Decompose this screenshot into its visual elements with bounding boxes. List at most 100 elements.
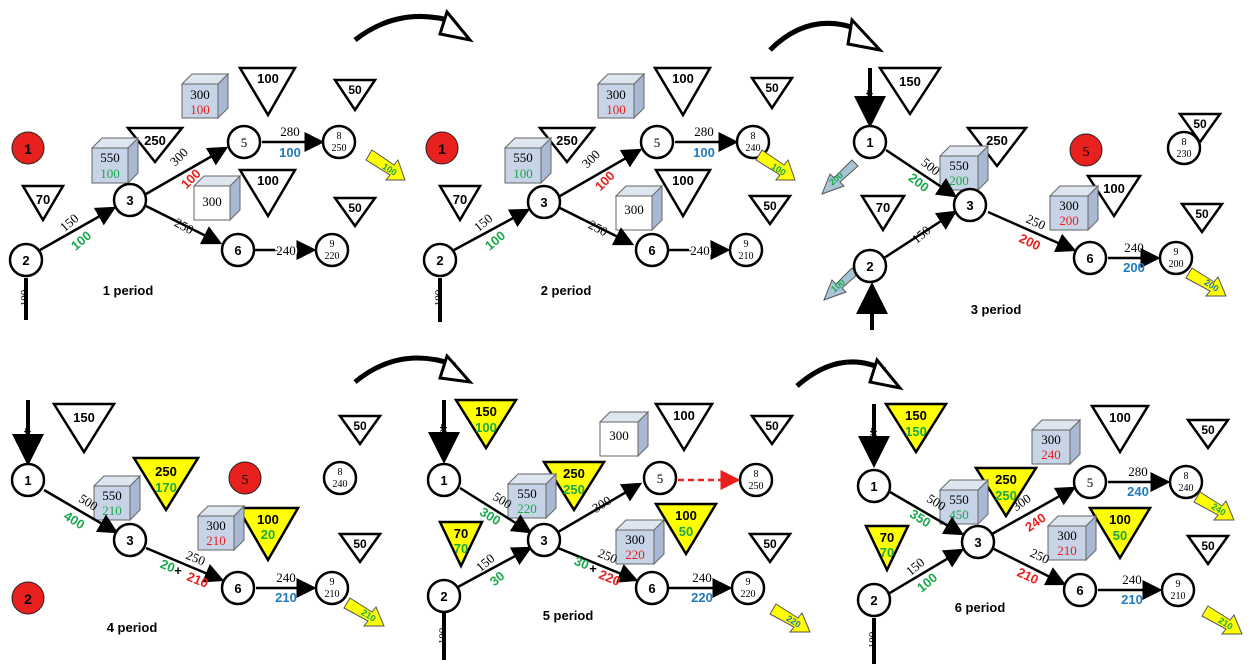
node-label: 2 [866,259,873,274]
edge-label: 240 [692,570,712,585]
sink-id: 8 [338,467,343,478]
box-bottom-value: 210 [1057,543,1077,558]
triangle-sub-label: 50 [679,524,693,539]
node-label: 2 [870,593,877,608]
triangle-label: 250 [563,466,585,481]
sink-id: 9 [744,239,749,250]
node-label: 3 [126,533,133,548]
triangle-100-mid [237,168,298,219]
edge-label: + [174,563,182,578]
triangle-sub-label: 20 [261,527,275,542]
edge-label: 300 [167,145,191,169]
transition-arrowheads [438,8,904,391]
box-300 [1049,195,1089,231]
sink-value: 200 [1169,259,1184,270]
triangle-sub-label: 250 [563,482,585,497]
edge-label: 240 [1122,572,1142,587]
triangle-250-yellow [131,456,201,513]
yellow-output-arrow [365,149,406,181]
edge-label: 150 [909,223,934,247]
red-marker-label: 2 [24,591,32,607]
sink-id: 8 [754,469,759,480]
box-top-value: 300 [1041,432,1061,447]
box-top-value: 300 [625,532,645,547]
sink-9 [314,232,350,268]
edge-label: 250 [586,217,610,239]
triangle-label: 100 [1109,410,1131,425]
triangle-label: 100 [257,512,279,527]
panel-label: 1 period [103,283,154,298]
box-top-value: 550 [517,486,537,501]
edge-3-5 [557,482,643,534]
node-1 [426,462,462,498]
edge-label: 100 [433,289,445,306]
triangle-label: 150 [899,74,921,89]
triangle-label: 50 [765,81,779,95]
edge-1-3 [43,488,119,534]
triangle-70 [859,194,907,233]
triangle-100-mid [653,168,713,219]
triangle-label: 150 [475,404,497,419]
triangle-100-yellow [235,506,301,563]
node-label: 5 [657,471,664,486]
edge-label: 280 [694,124,714,139]
sink-value: 240 [746,143,761,154]
sink-value: 220 [325,251,340,262]
box-bottom-value: 450 [949,507,969,522]
edge-label: 220 [691,590,713,605]
triangle-label: 70 [453,192,467,207]
edge-label: 100 [592,168,618,194]
node-5 [1072,464,1108,500]
triangle-label: 250 [155,464,177,479]
box-bottom-value: 220 [625,547,645,562]
sink-9 [730,570,766,606]
triangle-100-top [1089,404,1151,455]
box-300 [1047,525,1087,561]
panel-label: 6 period [955,600,1006,615]
triangle-250-yellow [541,460,607,513]
triangle-150 [51,402,117,455]
node-2 [856,582,892,618]
triangle-label: 100 [1103,181,1125,196]
edge-label: 250 [1028,545,1052,567]
sink-8 [321,124,357,160]
box-300 [615,529,655,565]
sink-8 [738,462,774,498]
node-1 [852,124,888,160]
triangle-label: 250 [986,133,1008,148]
red-marker-label: 1 [438,141,446,157]
box-bottom-value: 210 [102,503,122,518]
sink-id: 9 [330,577,335,588]
sink-8 [1166,130,1202,166]
gray-output-arrow [823,267,859,301]
triangle-50-bottom [1185,534,1231,567]
node-2 [8,242,44,278]
node-label: 1 [440,473,447,488]
node-label: 6 [234,581,241,596]
edge-1-3 [885,148,958,198]
edge-2-3 [39,206,117,252]
triangle-label: 100 [675,508,697,523]
triangle-50-top [749,414,795,447]
sink-value: 240 [1179,483,1194,494]
yellow-output-arrow [755,149,796,181]
edge-3-5 [145,146,229,196]
edge-label: 200 [1123,260,1145,275]
node-label: 6 [234,243,241,258]
triangle-label: 50 [353,537,367,551]
node-2 [422,242,458,278]
node-6 [1072,240,1108,276]
transition-head-1-2 [438,8,474,43]
box-bottom-value: 100 [606,102,626,117]
node-label: 6 [1076,583,1083,598]
sink-value: 210 [1171,591,1186,602]
edge-label: 400 [867,428,879,445]
box-bottom-value: 200 [949,173,969,188]
edge-label: 250 [172,215,196,237]
box-300-empty [193,185,231,221]
sink-id: 8 [1182,137,1187,148]
node-6 [634,232,670,268]
edge-label: 100 [437,627,449,644]
sink-value: 210 [325,589,340,600]
